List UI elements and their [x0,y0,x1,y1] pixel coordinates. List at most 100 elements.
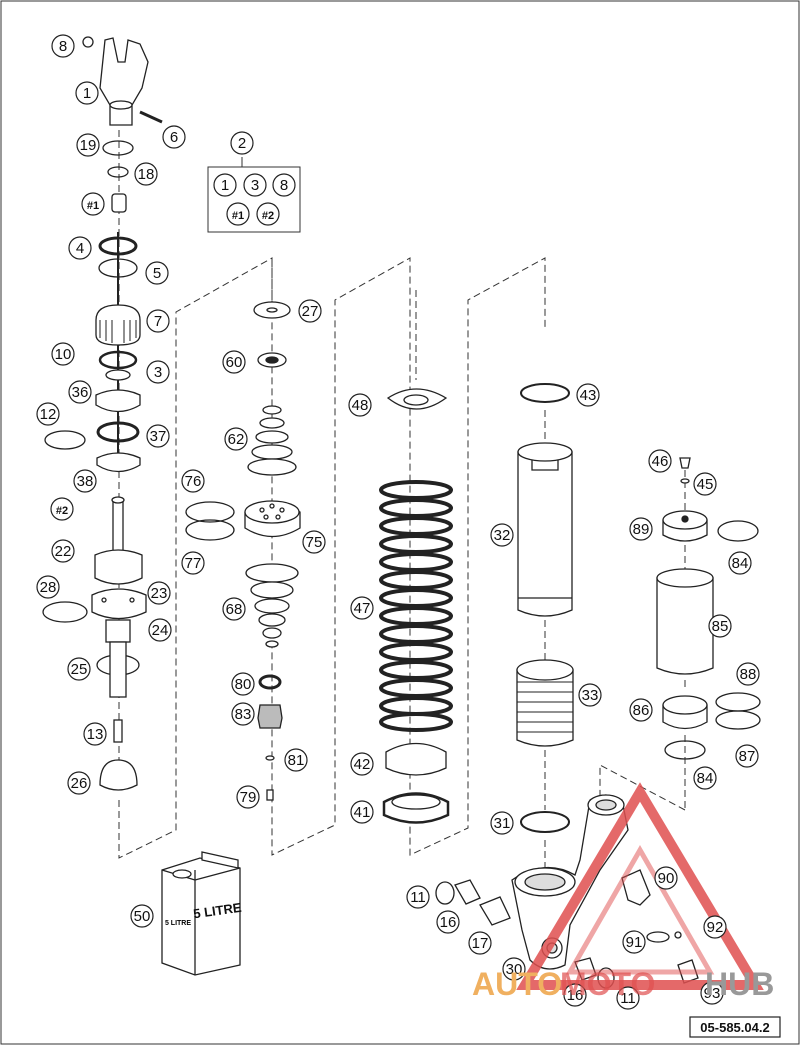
callout-label: 87 [739,748,756,765]
callout-circle [75,81,99,105]
callout-circle [693,472,717,496]
callout-label: 36 [72,384,89,401]
part-shaft [109,641,127,698]
callout-circle [736,662,760,686]
callout-circle [145,261,169,285]
callout-circle [236,785,260,809]
callout-circle [350,752,374,776]
callout-c43: 43 [576,383,600,407]
callout-circle [181,551,205,575]
callout-c2: 2 [230,131,254,155]
callout-circle [654,866,678,890]
part-41 [382,792,450,824]
callout-c50: 50 [130,904,154,928]
callout-label: 84 [697,770,714,787]
callout-label: 86 [633,702,650,719]
watermark-logo [516,782,764,990]
callout-c81: 81 [284,748,308,772]
callout-label: 88 [740,666,757,683]
part-17 [479,896,511,926]
callout-circle [563,983,587,1007]
callout-c92: 92 [703,915,727,939]
part-77 [185,519,235,541]
callout-label: 11 [620,990,636,1007]
callout-circle [51,539,75,563]
part-4 [98,236,138,256]
callout-c1: 1 [75,81,99,105]
part-37 [96,421,140,443]
callout-c42: 42 [350,752,374,776]
callout-label: 1 [83,85,91,102]
callout-c86: 86 [629,698,653,722]
kit-item-label: 1 [221,177,229,194]
part-84-bottom [664,740,706,760]
callout-c16b: 16 [563,983,587,1007]
callout-label: 11 [410,889,426,906]
part-43 [520,383,570,403]
part-92 [674,931,682,939]
callout-label: 89 [633,521,650,538]
callout-circle [735,744,759,768]
callout-c75: 75 [302,530,326,554]
callout-circle [83,722,107,746]
callout-circle [130,904,154,928]
callout-c88: 88 [736,662,760,686]
callout-circle [490,523,514,547]
callout-c23: 23 [147,581,171,605]
callout-circle [68,380,92,404]
callout-c26: 26 [67,771,91,795]
callout-circle [76,133,100,157]
callout-label: #1 [87,200,99,212]
callout-c83: 83 [231,702,255,726]
callout-label: 4 [76,240,84,257]
callout-label: 27 [302,303,319,320]
callout-c89: 89 [629,517,653,541]
part-5 [98,258,138,278]
callout-label: 68 [226,601,243,618]
callout-label: 42 [354,756,371,773]
callout-c84b: 84 [693,766,717,790]
callout-ch1: #1 [81,192,105,216]
callout-label: 22 [55,543,72,560]
column-3-parts [379,388,453,824]
callout-label: 32 [494,527,511,544]
callout-c16a: 16 [436,910,460,934]
callout-circle [648,449,672,473]
callout-circle [181,469,205,493]
callout-label: 47 [354,600,371,617]
kit-item-label: 3 [251,177,259,194]
callout-c60: 60 [222,350,246,374]
callout-label: 23 [151,585,168,602]
callout-c37: 37 [146,424,170,448]
canister-label: 5 LITRE [192,900,242,922]
part-28 [42,601,88,623]
part-6-pin [139,110,163,124]
column-1-parts [42,36,163,791]
callout-c8: 8 [51,34,75,58]
callout-circle [134,162,158,186]
callout-circle [146,309,170,333]
part-80 [258,674,282,690]
callout-circle [147,581,171,605]
drawing-code: 05-585.04.2 [700,1020,769,1035]
oil-canister [161,851,241,976]
callout-label: 17 [472,935,489,952]
part-90 [621,869,651,906]
callout-label: 80 [235,676,252,693]
callout-c17: 17 [468,931,492,955]
callout-label: 91 [626,934,643,951]
callout-circle [703,915,727,939]
callout-circle [468,931,492,955]
callout-c48: 48 [348,393,372,417]
callout-circle [222,350,246,374]
callout-ch2: #2 [50,497,74,521]
callout-c38: 38 [73,469,97,493]
callout-label: #2 [56,505,68,517]
callout-c79: 79 [236,785,260,809]
column-2-parts [185,301,301,801]
callout-label: 46 [652,453,669,470]
part-16-a [454,879,481,905]
part-23 [91,588,147,620]
